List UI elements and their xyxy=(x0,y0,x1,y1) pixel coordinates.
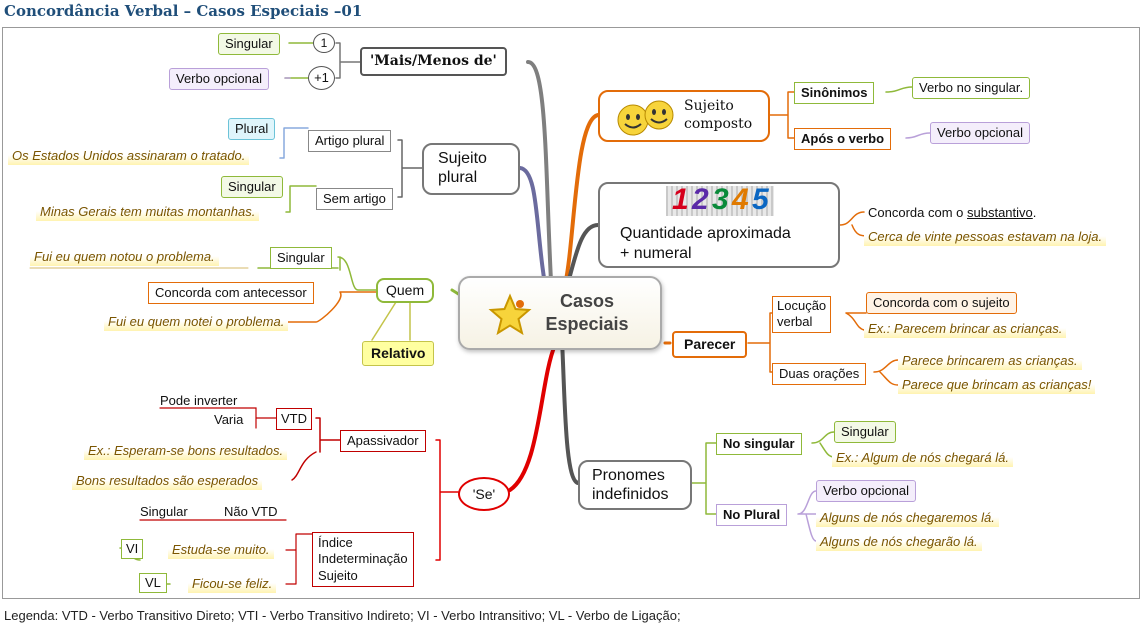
apassivador-node: Apassivador xyxy=(340,430,426,452)
center-node: Casos Especiais xyxy=(458,276,662,350)
quantidade-label: Quantidade aproximada + numeral xyxy=(620,224,791,264)
star-icon xyxy=(488,293,532,336)
sujeito-composto-line2: composto xyxy=(684,115,753,132)
pronomes-node: Pronomes indefinidos xyxy=(578,460,692,510)
no-plural-node: No Plural xyxy=(716,504,788,526)
varia-label: Varia xyxy=(214,412,244,427)
example-bons-resultados: Bons resultados são esperados xyxy=(72,472,263,490)
locucao-line1: Locução xyxy=(777,298,827,313)
number-5: 5 xyxy=(752,183,769,216)
number-3: 3 xyxy=(712,183,729,216)
locucao-verbal-node: Locução verbal xyxy=(772,296,832,333)
se-node: 'Se' xyxy=(458,477,510,511)
artigo-plural-node: Artigo plural xyxy=(308,130,392,152)
example-parece-que: Parece que brincam as crianças! xyxy=(898,376,1096,394)
sujeito-composto-label: Sujeito composto xyxy=(684,98,752,133)
concorda-suffix: . xyxy=(1032,205,1037,220)
legend-text: Legenda: VTD - Verbo Transitivo Direto; … xyxy=(4,608,681,623)
pronomes-singular-tag: Singular xyxy=(834,421,896,443)
quantidade-line2: + numeral xyxy=(620,245,692,262)
sem-artigo-node: Sem artigo xyxy=(316,188,393,210)
page-title: Concordância Verbal – Casos Especiais –0… xyxy=(4,2,363,20)
center-label-line2: Especiais xyxy=(545,313,629,334)
plural-singular-tag: Singular xyxy=(221,176,283,198)
vtd-tag: VTD xyxy=(276,408,312,430)
branch-se xyxy=(508,343,557,492)
center-label-line1: Casos xyxy=(559,291,615,311)
example-minas-gerais: Minas Gerais tem muitas montanhas. xyxy=(36,203,260,221)
duas-oracoes-node: Duas orações xyxy=(772,363,867,385)
branch-pronomes xyxy=(560,338,580,485)
no-singular-node: No singular xyxy=(716,433,802,455)
verbo-singular-tag: Verbo no singular. xyxy=(912,77,1031,99)
example-estuda-se: Estuda-se muito. xyxy=(168,541,274,559)
pronomes-line2: indefinidos xyxy=(592,486,669,504)
pode-inverter-label: Pode inverter xyxy=(160,393,238,408)
relativo-callout: Relativo xyxy=(362,341,435,366)
nao-vtd-label: Não VTD xyxy=(224,504,278,519)
numbers-icon: 1 2 3 4 5 xyxy=(666,183,774,216)
quem-singular: Singular xyxy=(270,247,332,269)
example-parece-brincarem: Parece brincarem as crianças. xyxy=(898,352,1082,370)
vl-tag: VL xyxy=(139,573,167,593)
se-singular-label: Singular xyxy=(140,504,188,519)
indice-line3: Sujeito xyxy=(318,567,358,583)
quantidade-node: 1 2 3 4 5 Quantidade aproximada + numera… xyxy=(598,182,840,268)
example-algum-de-nos: Ex.: Algum de nós chegará lá. xyxy=(832,449,1013,467)
indice-node: Índice Indeterminação Sujeito xyxy=(312,532,414,587)
apos-verbo-node: Após o verbo xyxy=(794,128,892,150)
number-2: 2 xyxy=(692,183,709,216)
concorda-sujeito-tag: Concorda com o sujeito xyxy=(866,292,1017,314)
sujeito-plural-line2: plural xyxy=(438,169,478,187)
plural-tag: Plural xyxy=(228,118,276,140)
quantidade-line1: Quantidade aproximada xyxy=(620,225,791,242)
composto-verbo-opcional: Verbo opcional xyxy=(930,122,1031,144)
number-4: 4 xyxy=(732,183,749,216)
sujeito-plural-line1: Sujeito xyxy=(438,150,487,167)
example-cerca-de-vinte: Cerca de vinte pessoas estavam na loja. xyxy=(864,228,1107,246)
branch-sujeito-composto xyxy=(563,113,600,287)
branch-mais-menos xyxy=(526,60,554,302)
locucao-line2: verbal xyxy=(777,314,813,330)
sinonimos-node: Sinônimos xyxy=(794,82,875,104)
sujeito-composto-node: Sujeito composto xyxy=(598,90,770,142)
concorda-antecessor: Concorda com antecessor xyxy=(148,282,314,304)
example-ficou-se: Ficou-se feliz. xyxy=(188,575,277,593)
sujeito-composto-line1: Sujeito xyxy=(684,98,734,114)
parecer-node: Parecer xyxy=(672,331,748,358)
example-quem-notei: Fui eu quem notei o problema. xyxy=(104,313,289,331)
sujeito-plural-node: Sujeito plural xyxy=(422,143,520,195)
number-1: 1 xyxy=(672,183,689,216)
mindmap-frame xyxy=(2,27,1140,599)
example-estados-unidos: Os Estados Unidos assinaram o tratado. xyxy=(8,147,250,165)
indice-line1: Índice xyxy=(318,535,353,550)
example-chegarao: Alguns de nós chegarão lá. xyxy=(816,533,982,551)
smiley-icon xyxy=(617,100,674,136)
example-quem-notou: Fui eu quem notou o problema. xyxy=(30,248,219,266)
pronomes-verbo-opcional: Verbo opcional xyxy=(816,480,917,502)
center-label: Casos Especiais xyxy=(532,290,642,335)
mais-menos-singular: Singular xyxy=(218,33,280,55)
count-plus-one-circle: +1 xyxy=(308,66,335,90)
pronomes-line1: Pronomes xyxy=(592,467,665,484)
example-chegaremos: Alguns de nós chegaremos lá. xyxy=(816,509,999,527)
count-one-circle: 1 xyxy=(313,33,335,53)
concorda-prefix: Concorda com o xyxy=(868,205,967,220)
example-esperam-se: Ex.: Esperam-se bons resultados. xyxy=(84,442,288,460)
indice-line2: Indeterminação xyxy=(318,551,408,567)
example-parecem-brincar: Ex.: Parecem brincar as crianças. xyxy=(864,320,1067,338)
mais-menos-node: 'Mais/Menos de' xyxy=(360,47,507,76)
concorda-word: substantivo xyxy=(967,205,1033,220)
vi-tag: VI xyxy=(121,539,144,559)
quem-node: Quem xyxy=(376,278,435,303)
mais-menos-verbo-opcional: Verbo opcional xyxy=(169,68,270,90)
concorda-substantivo: Concorda com o substantivo. xyxy=(866,204,1038,222)
